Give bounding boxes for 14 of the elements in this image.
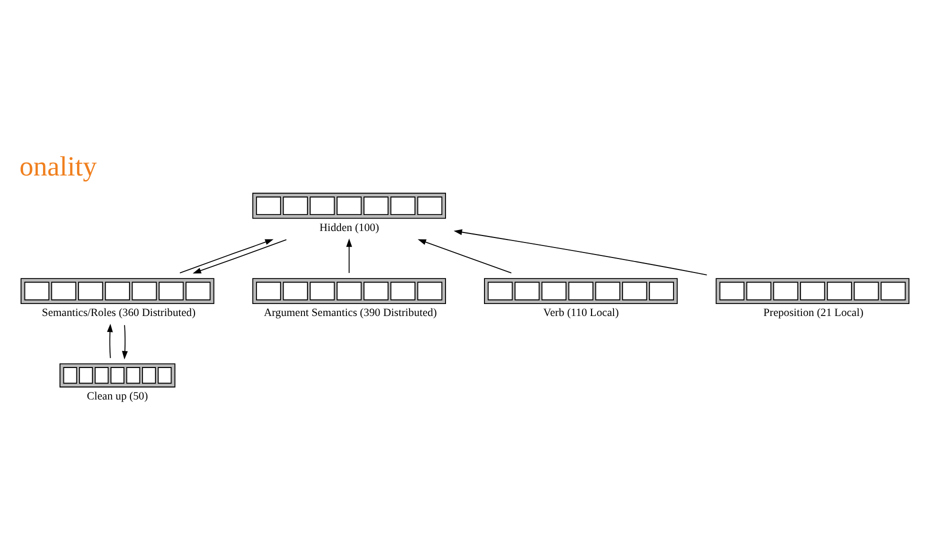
arrow bbox=[122, 324, 128, 359]
node-label: Hidden (100) bbox=[319, 221, 380, 234]
arrow bbox=[418, 238, 512, 273]
diagram-title: onality bbox=[20, 151, 97, 182]
arrow bbox=[179, 238, 274, 273]
node-label: Semantics/Roles (360 Distributed) bbox=[42, 306, 196, 319]
node-label: Argument Semantics (390 Distributed) bbox=[264, 306, 437, 319]
node-label: Clean up (50) bbox=[86, 390, 148, 402]
arrow bbox=[454, 228, 708, 275]
arrow bbox=[192, 238, 287, 273]
node-label: Preposition (21 Local) bbox=[763, 306, 864, 319]
node-label: Verb (110 Local) bbox=[543, 306, 619, 319]
arrow bbox=[107, 323, 113, 358]
arrow bbox=[346, 238, 352, 273]
